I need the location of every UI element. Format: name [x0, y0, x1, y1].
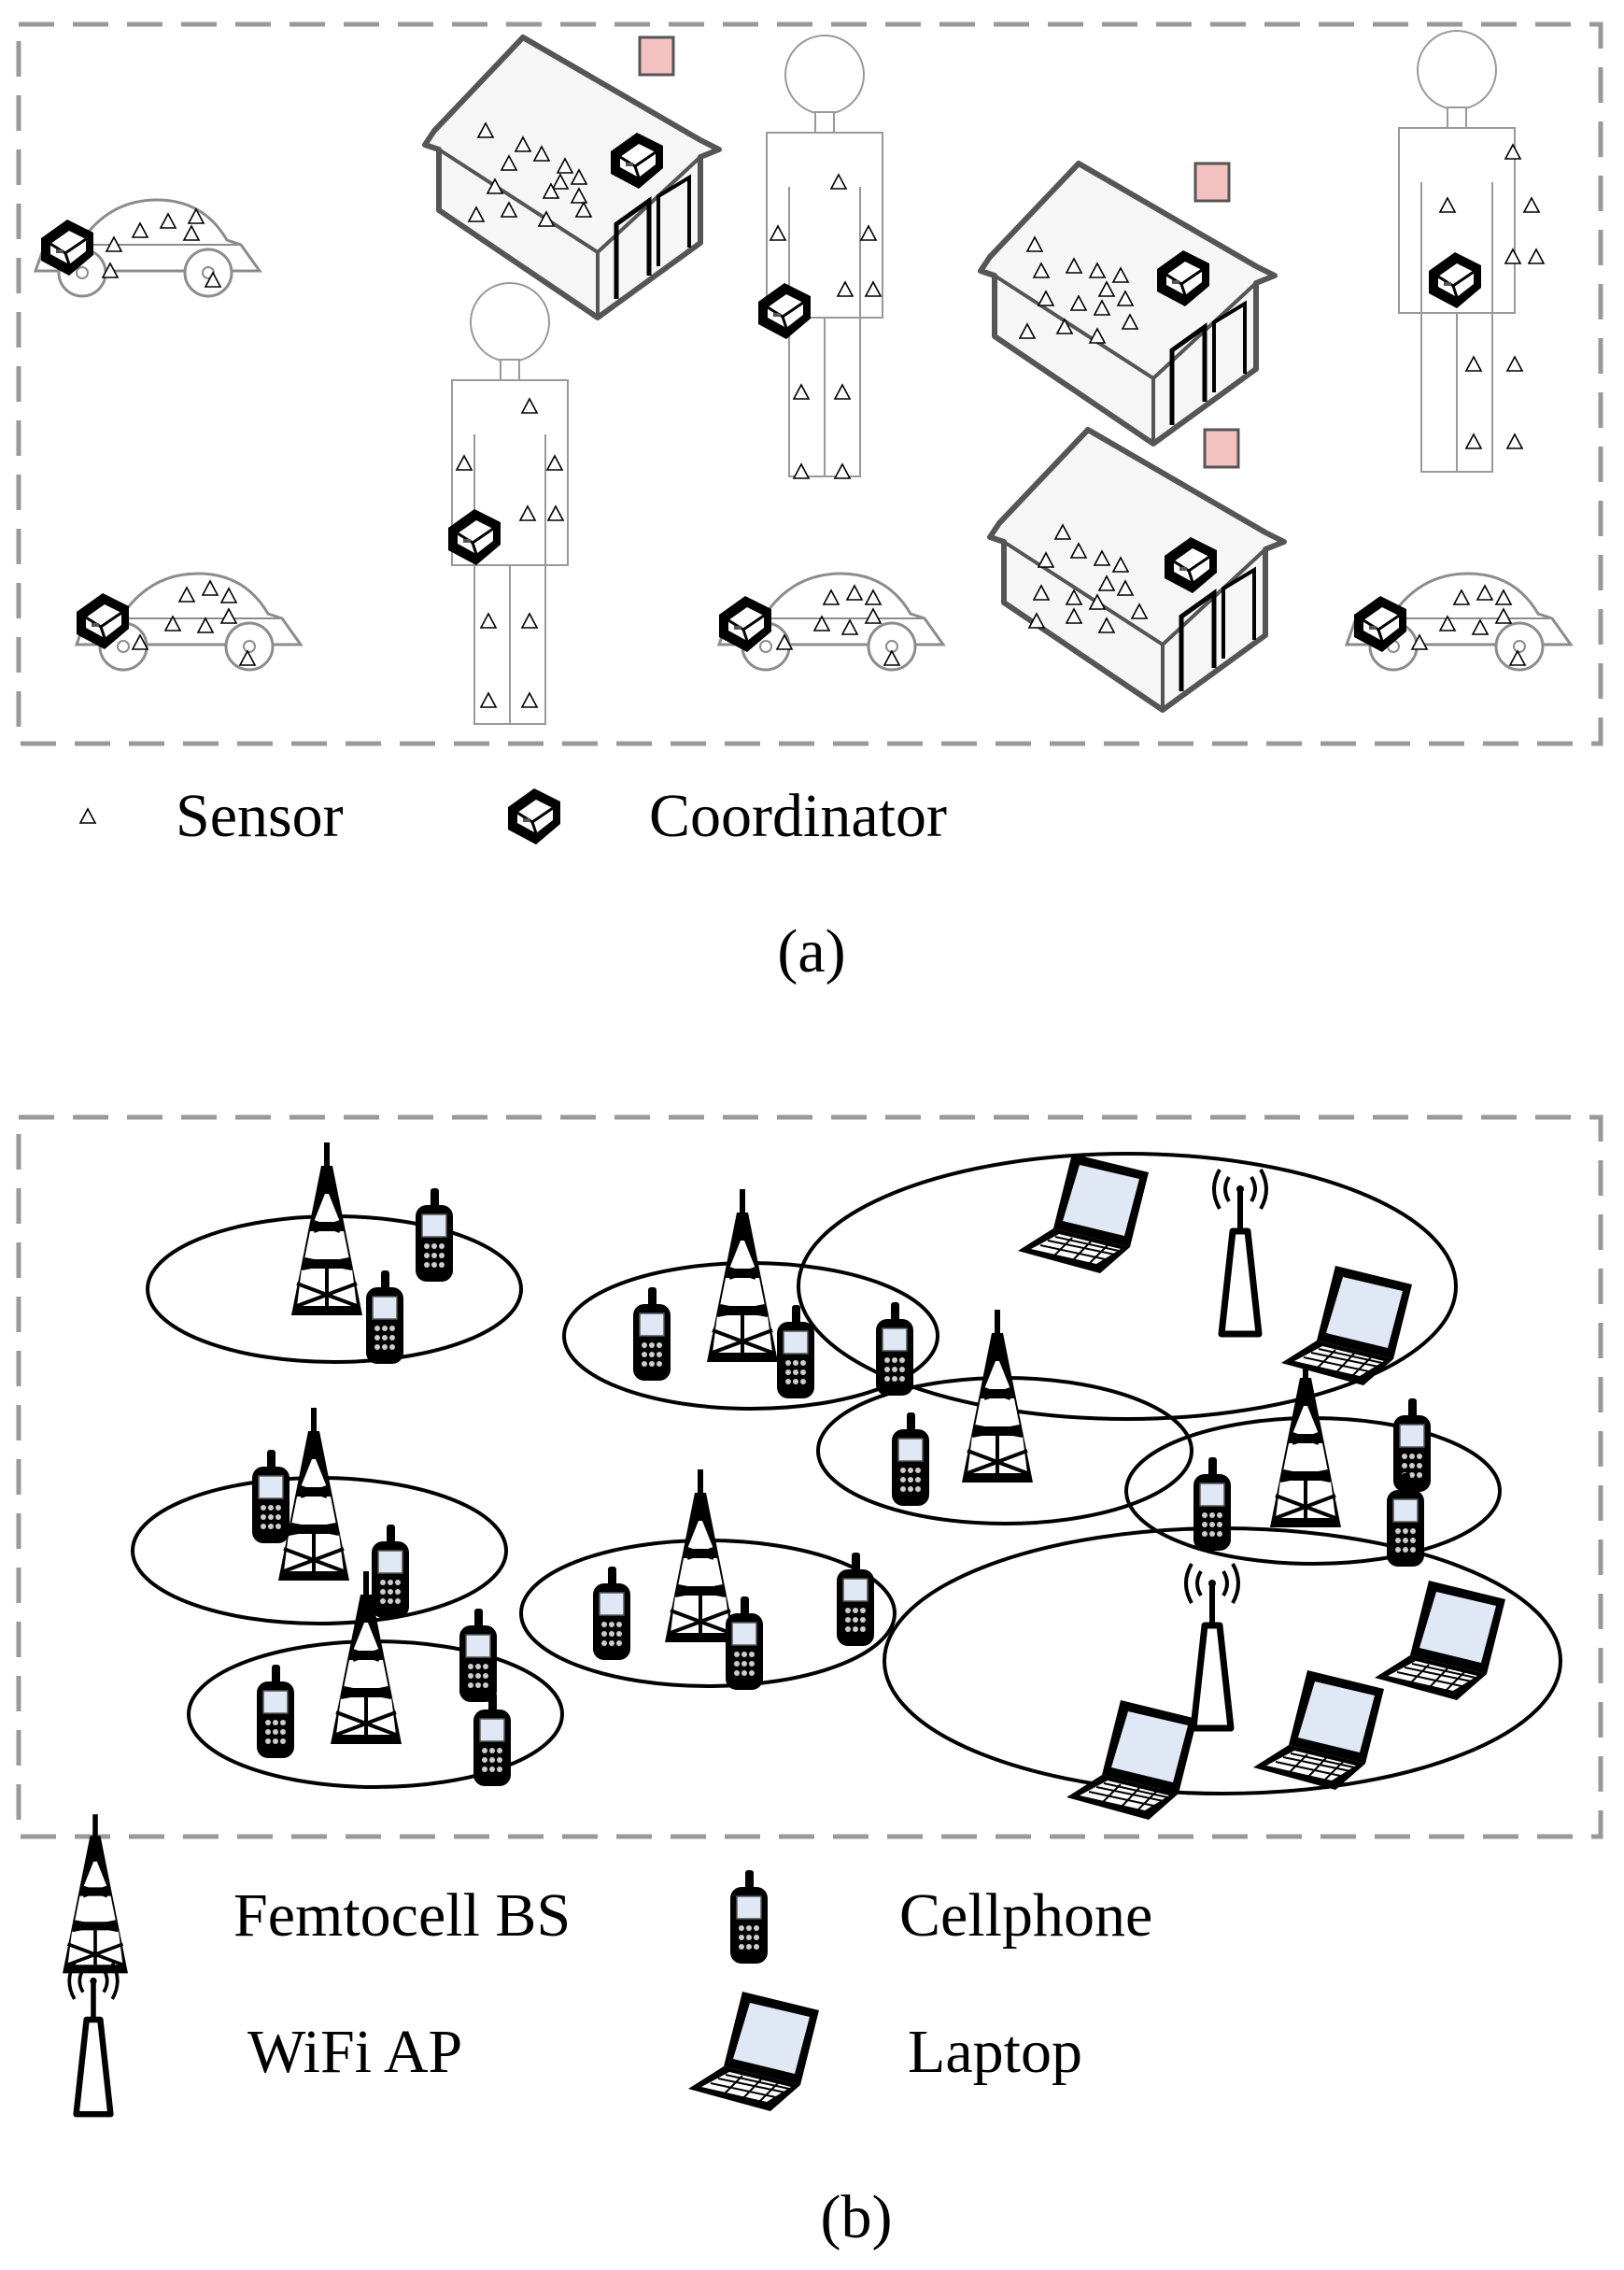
person — [1398, 30, 1516, 473]
laptops — [1017, 1153, 1506, 1821]
femtocell-bs — [707, 1189, 778, 1362]
panel-b-frame — [16, 1114, 1603, 1839]
legend-coordinator-label: Coordinator — [649, 782, 947, 850]
sensor-triangle — [1528, 248, 1545, 264]
panel-a-frame — [16, 21, 1603, 746]
sensor-triangle — [1506, 433, 1523, 449]
femtocell-bs — [291, 1142, 362, 1315]
caption-b: (b) — [821, 2183, 893, 2251]
legend-laptop-icon — [687, 1991, 820, 2112]
legend-coordinator-icon — [506, 787, 562, 846]
person — [766, 35, 883, 477]
legend-cellphone-label: Cellphone — [899, 1881, 1152, 1950]
house — [990, 430, 1284, 710]
wifi-ap — [1186, 1564, 1238, 1728]
caption-a: (a) — [777, 917, 845, 986]
legend-sensor-icon — [79, 808, 96, 824]
sensor-triangle — [1506, 356, 1523, 372]
house — [425, 37, 719, 318]
legend-wifi-icon — [69, 1963, 118, 2114]
legend-cellphone-icon — [729, 1869, 769, 1965]
wifi-ap — [1214, 1170, 1266, 1334]
femtocell-bs — [962, 1310, 1033, 1483]
legend-femtocell-icon — [63, 1814, 128, 1973]
legend-laptop-label: Laptop — [908, 2018, 1082, 2086]
legend-sensor-label: Sensor — [176, 782, 344, 850]
sensor-triangle — [1523, 197, 1540, 213]
person — [451, 282, 569, 725]
femtocell-bs — [1270, 1355, 1341, 1527]
legend-wifi-label: WiFi AP — [247, 2018, 462, 2086]
femtocell-bs — [665, 1469, 736, 1642]
legend-femtocell-label: Femtocell BS — [233, 1881, 571, 1950]
